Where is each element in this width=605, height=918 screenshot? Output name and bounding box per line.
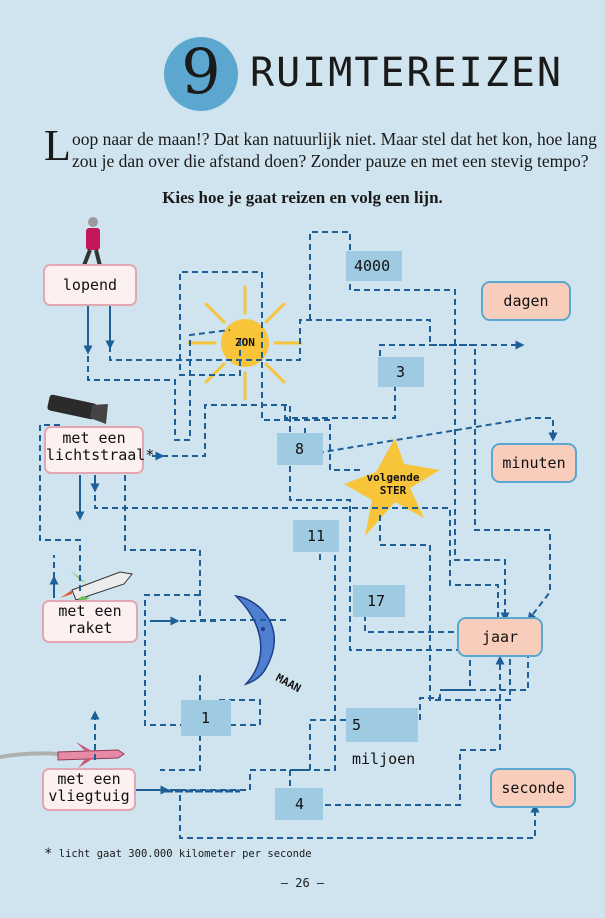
start-light-label-2: lichtstraal*: [46, 446, 155, 464]
number-box-11: 11: [293, 520, 339, 552]
start-rocket: met een raket: [42, 600, 138, 643]
page-title: RUIMTEREIZEN: [250, 50, 563, 96]
instruction: Kies hoe je gaat reizen en volg een lijn…: [162, 188, 443, 207]
moon-label: MAAN: [274, 671, 304, 695]
drop-cap: L: [44, 121, 71, 170]
start-rocket-label-2: raket: [67, 619, 113, 637]
walking-person-icon: [81, 217, 103, 271]
number-box-8: 8: [277, 433, 323, 465]
start-airplane-label-1: met een: [57, 770, 121, 788]
start-walking-label: lopend: [62, 276, 118, 294]
chapter-circle: [164, 37, 238, 111]
footnote-mark: *: [44, 846, 53, 862]
end-days: dagen: [481, 281, 571, 321]
number-box-3: 3: [378, 357, 424, 387]
sun-icon: [187, 285, 303, 401]
star-icon: [344, 438, 440, 536]
start-walking: lopend: [43, 264, 137, 306]
page-number: – 26 –: [280, 876, 325, 890]
intro-line-1: oop naar de maan!? Dat kan natuurlijk ni…: [72, 129, 597, 149]
number-box-4: 4: [275, 788, 323, 820]
sun-label: ZON: [235, 336, 255, 349]
start-airplane: met een vliegtuig: [42, 768, 136, 811]
intro-line-2: zou je dan over die afstand doen? Zonder…: [72, 151, 589, 171]
start-rocket-label-1: met een: [58, 602, 122, 620]
start-light-beam: met een lichtstraal*: [44, 426, 155, 474]
end-seconds: seconde: [490, 768, 576, 808]
end-minutes: minuten: [491, 443, 577, 483]
airplane-icon: [0, 742, 125, 768]
number-box-5-million: 5 miljoen: [346, 708, 418, 768]
start-airplane-label-2: vliegtuig: [48, 787, 130, 805]
number-box-4000: 4000: [346, 251, 402, 281]
moon-icon: [233, 594, 276, 686]
number-box-17: 17: [353, 585, 405, 617]
star-label-1: volgende: [367, 471, 420, 484]
number-box-1: 1: [181, 700, 231, 736]
flashlight-icon: [47, 394, 108, 424]
rocket-icon: [60, 570, 133, 606]
end-years: jaar: [457, 617, 543, 657]
chapter-number: 9: [181, 35, 221, 108]
footnote: * licht gaat 300.000 kilometer per secon…: [44, 846, 312, 862]
star-label-2: STER: [380, 484, 407, 497]
start-light-label-1: met een: [62, 429, 126, 447]
footnote-text: licht gaat 300.000 kilometer per seconde: [58, 848, 312, 860]
